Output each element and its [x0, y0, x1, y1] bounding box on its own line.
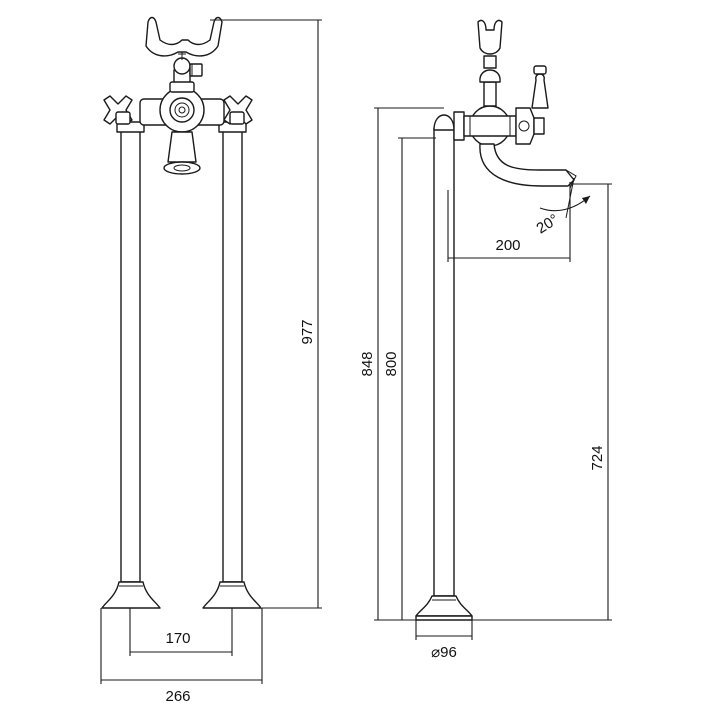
right-base [202, 581, 262, 609]
dim-266-label: 266 [165, 688, 190, 705]
dim-800-label: 800 [383, 351, 400, 376]
front-view [101, 16, 262, 609]
dim-977-label: 977 [299, 319, 316, 344]
dim-848-label: 848 [359, 351, 376, 376]
left-pipe [120, 129, 141, 583]
side-spout [479, 143, 575, 187]
side-lever-handle [531, 73, 549, 109]
dim-200-label: 200 [495, 237, 520, 254]
dim-170-label: 170 [165, 630, 190, 647]
diverter-knob [189, 63, 203, 77]
front-spout-outlet [167, 131, 197, 163]
side-shower-cradle [477, 19, 503, 55]
angle-arc [565, 177, 575, 219]
right-pipe [222, 129, 243, 583]
side-base [415, 595, 473, 617]
front-dimensions: 977 170 266 [100, 19, 322, 705]
shower-cradle [145, 16, 223, 57]
dim-96-label: ⌀96 [431, 644, 457, 661]
left-base [101, 581, 161, 609]
side-dimensions: 848 800 200 724 20° ⌀96 [359, 107, 612, 661]
side-column [433, 127, 455, 597]
right-cross-handle [223, 95, 253, 125]
dim-724-label: 724 [589, 445, 606, 470]
left-cross-handle [103, 95, 133, 125]
side-view [415, 19, 577, 621]
angle-20-label: 20° [533, 211, 561, 237]
